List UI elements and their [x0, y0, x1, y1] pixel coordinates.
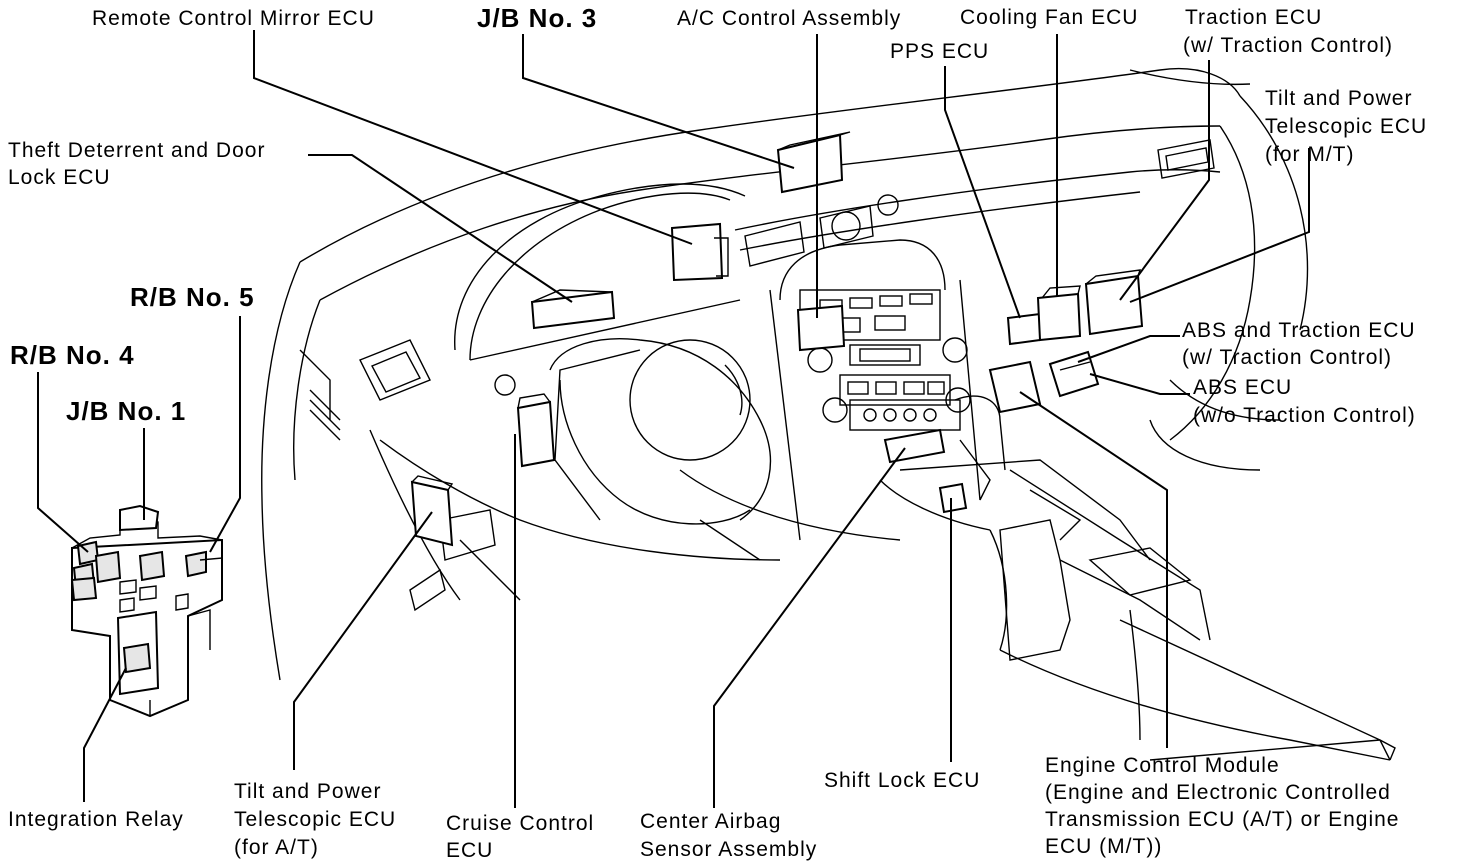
cruise-control-ecu-shape — [516, 400, 556, 468]
theft-ecu-shape — [530, 290, 616, 330]
center-airbag-shape — [883, 428, 946, 464]
junction-block-cluster — [70, 504, 223, 718]
label-cooling: Cooling Fan ECU — [960, 6, 1138, 29]
remote-mirror-ecu-shape — [670, 222, 724, 282]
label-theft-2: Lock ECU — [8, 166, 111, 189]
label-airbag-1: Center Airbag — [640, 810, 781, 833]
label-ecm-3: Transmission ECU (A/T) or Engine — [1045, 808, 1399, 831]
leader-abs-tc — [1077, 335, 1180, 363]
leader-ecm — [1019, 391, 1168, 748]
label-airbag-2: Sensor Assembly — [640, 838, 817, 861]
leader-tilt-at — [293, 511, 433, 770]
ac-control-shape — [796, 304, 846, 352]
shift-lock-ecu-shape — [938, 482, 968, 514]
pps-ecu-shape — [1006, 312, 1041, 346]
leader-rb5 — [209, 316, 241, 553]
leader-tilt-mt — [1129, 148, 1310, 303]
label-traction-1: Traction ECU — [1185, 6, 1322, 29]
leader-remote-mirror — [253, 30, 693, 245]
label-ac: A/C Control Assembly — [677, 7, 901, 30]
leader-integration — [83, 667, 127, 802]
dashboard-drawing — [261, 67, 1396, 761]
label-abs-2: (w/o Traction Control) — [1193, 404, 1416, 427]
engine-control-module-shape — [988, 360, 1042, 414]
leader-abs — [1089, 373, 1190, 395]
leader-theft — [308, 154, 573, 303]
label-jb1: J/B No. 1 — [66, 396, 186, 426]
label-pps: PPS ECU — [890, 40, 989, 63]
traction-ecu-shape — [1084, 274, 1144, 336]
label-theft-1: Theft Deterrent and Door — [8, 139, 265, 162]
label-cruise-1: Cruise Control — [446, 812, 594, 835]
leader-jb3 — [522, 34, 795, 169]
label-tilt-mt-3: (for M/T) — [1265, 143, 1354, 166]
label-abs-1: ABS ECU — [1193, 376, 1292, 399]
component-parts — [70, 131, 1144, 718]
leader-traction — [1119, 60, 1210, 301]
label-ecm-4: ECU (M/T)) — [1045, 835, 1162, 858]
jb3-box-shape — [776, 133, 844, 194]
leader-rb4 — [37, 372, 89, 553]
label-abs-tc-1: ABS and Traction ECU — [1182, 319, 1416, 342]
label-abs-tc-2: (w/ Traction Control) — [1182, 346, 1392, 369]
label-rb4: R/B No. 4 — [10, 340, 135, 370]
label-integration: Integration Relay — [8, 808, 184, 831]
label-ecm-2: (Engine and Electronic Controlled — [1045, 781, 1391, 804]
label-tilt-mt-1: Tilt and Power — [1265, 87, 1412, 110]
label-ecm-1: Engine Control Module — [1045, 754, 1280, 777]
labels: Remote Control Mirror ECU J/B No. 3 A/C … — [8, 3, 1427, 862]
label-shift: Shift Lock ECU — [824, 769, 980, 792]
label-tilt-at-1: Tilt and Power — [234, 780, 381, 803]
label-traction-2: (w/ Traction Control) — [1183, 34, 1393, 57]
leader-airbag — [713, 447, 906, 808]
leader-lines — [37, 30, 1310, 808]
label-cruise-2: ECU — [446, 839, 493, 862]
label-remote-mirror: Remote Control Mirror ECU — [92, 7, 375, 30]
label-rb5: R/B No. 5 — [130, 282, 255, 312]
leader-pps — [944, 66, 1021, 319]
label-tilt-at-3: (for A/T) — [234, 836, 319, 859]
label-jb3: J/B No. 3 — [477, 3, 597, 33]
cooling-fan-ecu-shape — [1036, 292, 1082, 342]
label-tilt-at-2: Telescopic ECU — [234, 808, 396, 831]
label-tilt-mt-2: Telescopic ECU — [1265, 115, 1427, 138]
